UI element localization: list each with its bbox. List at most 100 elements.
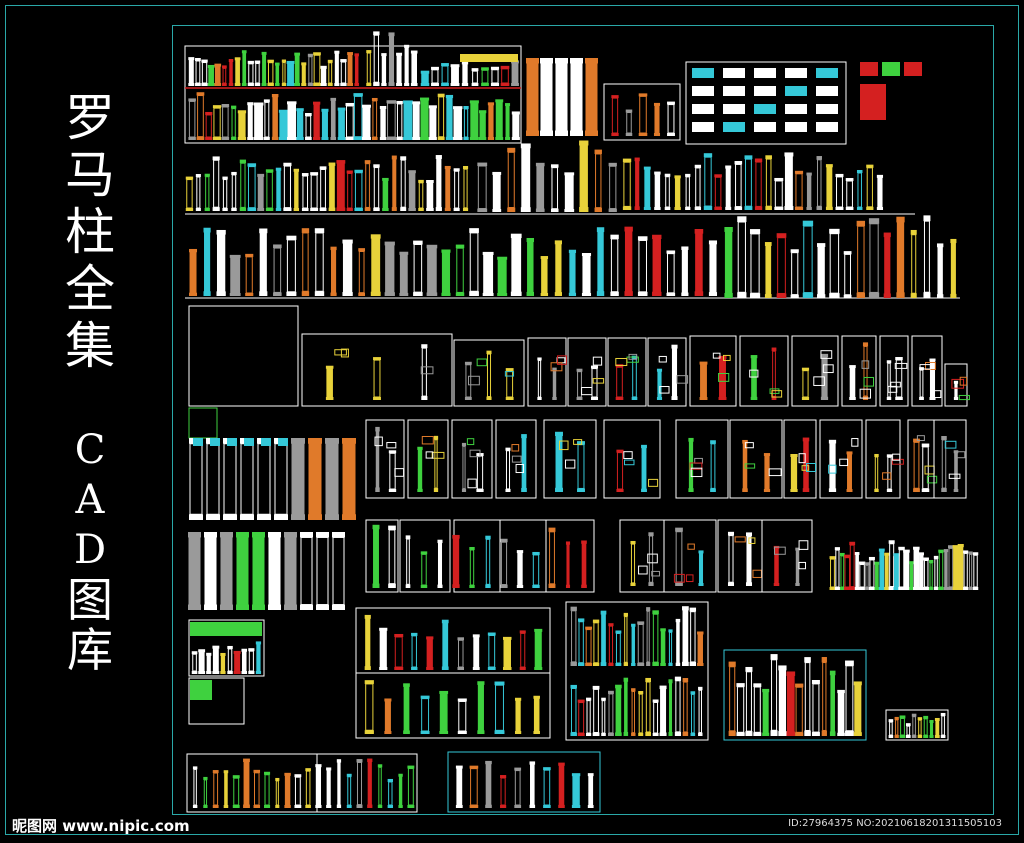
colored-capital [882, 62, 900, 76]
column-capital [839, 552, 845, 556]
column-base [520, 207, 531, 212]
column-capital [899, 715, 906, 719]
column-shaft [654, 105, 660, 134]
column-capital [247, 102, 254, 106]
column-capital [898, 546, 905, 550]
column-base [555, 487, 563, 492]
column-capital [294, 774, 302, 778]
column-shaft [588, 775, 594, 806]
column-capital [540, 256, 549, 260]
column-base [267, 83, 274, 86]
column-shaft [338, 110, 345, 138]
column-capital [728, 661, 736, 667]
column-shaft [676, 621, 680, 664]
column-capital [911, 713, 917, 717]
column-base [388, 489, 397, 492]
sheet-border [675, 419, 729, 499]
sheet-border [663, 519, 717, 593]
column-base [770, 730, 778, 736]
column-shaft [570, 62, 583, 132]
column-shaft [469, 232, 479, 292]
column-base [212, 805, 219, 808]
column-base [388, 583, 396, 588]
column-capital [616, 449, 624, 453]
column-capital [320, 65, 327, 69]
column-shaft [389, 452, 396, 490]
detail-block [933, 390, 942, 399]
column-base [886, 397, 892, 400]
column-shaft [477, 165, 487, 210]
column-base [247, 207, 257, 211]
column-capital [455, 765, 463, 769]
column-base [718, 396, 727, 400]
column-base [526, 291, 535, 296]
column-capital [526, 237, 535, 243]
sheet-border [685, 61, 847, 145]
column-base [379, 137, 387, 140]
column-shaft [654, 174, 661, 208]
column-shaft [247, 104, 253, 138]
column-base [697, 663, 704, 666]
column-shaft [220, 536, 233, 606]
column-base [188, 137, 196, 140]
column-base [316, 604, 329, 610]
column-shaft [697, 633, 703, 664]
column-base [386, 137, 397, 140]
column-base [264, 805, 271, 808]
column-shaft [434, 439, 438, 489]
column-base [675, 581, 683, 586]
column-capital [469, 765, 479, 769]
column-capital [283, 162, 292, 167]
column-capital [950, 238, 957, 244]
column-base [725, 206, 732, 210]
column-base [694, 291, 704, 296]
column-capital [370, 234, 381, 239]
column-capital [910, 229, 917, 235]
column-base [204, 604, 217, 610]
column-shaft [950, 242, 956, 295]
column-shaft [802, 370, 809, 398]
column-base [594, 207, 602, 212]
column-capital [586, 697, 592, 701]
column-capital [502, 636, 512, 640]
column-shaft [837, 692, 845, 734]
column-base [319, 207, 327, 211]
column-base [457, 731, 467, 734]
column-base [630, 582, 636, 586]
column-base [753, 732, 762, 736]
column-capital [264, 771, 271, 775]
column-shaft [438, 96, 445, 138]
column-shaft [213, 107, 221, 138]
column-base [482, 292, 494, 296]
column-base [839, 587, 845, 590]
column-base [858, 587, 866, 590]
column-capital [469, 546, 475, 550]
column-base [450, 83, 460, 86]
column-base [910, 293, 917, 298]
column-base [255, 671, 262, 674]
detail-block [744, 463, 756, 469]
column-base [950, 293, 957, 298]
column-capital [457, 637, 465, 641]
column-capital [420, 551, 428, 555]
column-shaft [638, 693, 643, 734]
column-capital [507, 147, 516, 153]
column-capital [675, 527, 683, 532]
column-capital [189, 248, 198, 253]
detail-block [658, 355, 667, 363]
column-base [585, 130, 598, 136]
column-shaft [310, 174, 318, 209]
column-shaft [515, 700, 521, 732]
column-capital [514, 697, 522, 701]
column-capital [843, 554, 851, 558]
detail-block [861, 360, 870, 369]
column-shaft [273, 247, 282, 293]
column-capital [940, 712, 946, 716]
column-shaft [973, 554, 978, 588]
column-base [529, 804, 536, 808]
column-capital [453, 168, 460, 172]
column-base [387, 805, 394, 808]
column-capital [529, 761, 536, 765]
column-capital [753, 683, 762, 688]
column-base [674, 207, 681, 210]
